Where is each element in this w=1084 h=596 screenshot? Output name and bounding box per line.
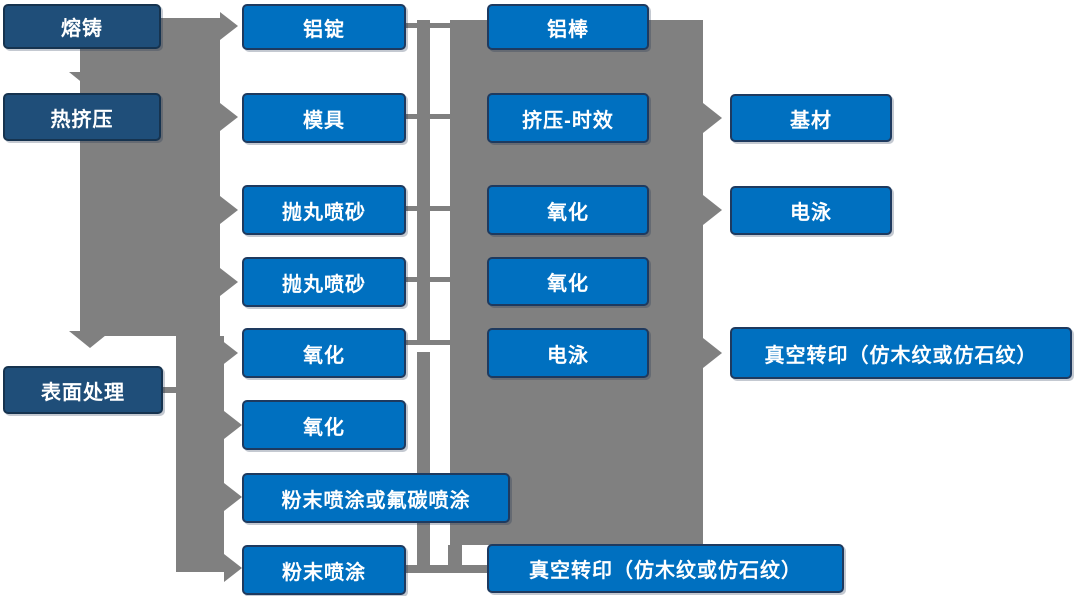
arrow-right-icon [220,196,238,224]
connector-left-branch-bar [176,336,224,572]
node-hot-extrusion: 热挤压 [3,93,161,141]
node-surface-treatment: 表面处理 [3,366,163,414]
arrow-down-icon [69,72,111,89]
connector-mid-bar-upper [417,20,430,345]
connector-tick-row4 [405,277,452,282]
arrow-right-icon [703,195,722,225]
node-melt-casting: 熔铸 [3,4,161,49]
arrow-right-icon [703,103,722,133]
arrow-right-icon [220,12,238,40]
arrow-right-icon [224,554,242,582]
node-oxidation-4: 氧化 [487,257,649,306]
connector-mid-bar-lower [417,352,430,573]
node-oxidation-3: 氧化 [487,185,649,235]
arrow-right-icon [703,338,722,368]
arrow-right-icon [220,268,238,296]
arrow-right-icon [220,103,238,131]
node-electrophoresis-1: 电泳 [487,328,649,378]
node-mold: 模具 [242,93,406,143]
node-oxidation-1: 氧化 [242,328,406,378]
node-extrusion-aging: 挤压-时效 [487,93,649,143]
node-vacuum-transfer-2: 真空转印（仿木纹或仿石纹） [730,327,1072,379]
arrow-right-icon [224,411,242,439]
connector-main-column [80,18,220,336]
node-vacuum-transfer-1: 真空转印（仿木纹或仿石纹） [487,544,844,593]
node-electrophoresis-2: 电泳 [730,186,892,235]
node-shot-blast-2: 抛丸喷砂 [242,257,406,307]
node-aluminum-ingot: 铝锭 [242,4,406,50]
connector-tick-row3 [405,206,452,211]
connector-tick-row1 [405,23,452,28]
arrow-down-icon [69,331,111,348]
node-base-material: 基材 [730,94,892,142]
connector-tick-row2 [405,114,452,119]
node-powder-or-fluorocarbon: 粉末喷涂或氟碳喷涂 [242,473,510,523]
connector-bottom-link [405,565,490,573]
node-powder-coating: 粉末喷涂 [242,545,406,595]
connector-bottom-stub [448,545,462,572]
arrow-right-icon [220,339,238,367]
connector-surface-treatment-link [161,387,181,393]
connector-tick-row5 [405,340,452,345]
node-shot-blast-1: 抛丸喷砂 [242,185,406,235]
arrow-right-icon [224,483,242,511]
node-oxidation-2: 氧化 [242,400,406,450]
node-aluminum-rod: 铝棒 [487,4,649,50]
